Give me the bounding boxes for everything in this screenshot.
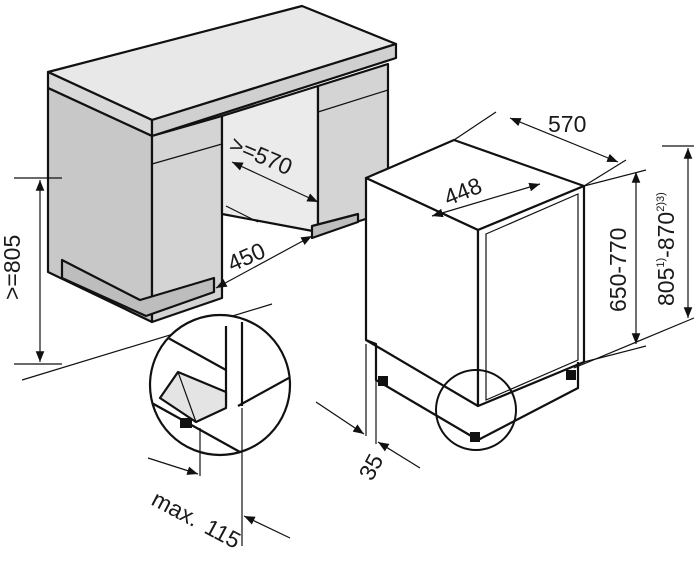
cabinet-right-plinth — [310, 212, 360, 240]
dim-niche-depth — [215, 205, 313, 289]
dim-appliance-width — [431, 182, 541, 218]
dim-max-setback — [147, 408, 291, 546]
cabinet-left-door — [150, 114, 224, 324]
label-max-setback: max.115 — [148, 485, 245, 553]
dim-foot-setback — [315, 344, 421, 469]
cabinet-plinth-left — [60, 258, 216, 318]
dim-niche-width — [231, 161, 319, 203]
label-total-height-min: 805 — [653, 268, 679, 306]
label-max-value: 115 — [200, 514, 245, 554]
dishwasher-foot — [566, 370, 576, 380]
label-total-height: 8051)-8702)3) — [653, 192, 679, 306]
dishwasher-foot — [378, 376, 388, 386]
label-appliance-depth: 570 — [548, 111, 586, 137]
detail-circle-small — [435, 369, 517, 451]
label-niche-depth: 450 — [223, 237, 269, 276]
label-total-height-max: -870 — [653, 212, 679, 258]
dim-total-height — [573, 145, 695, 369]
label-total-height-min-note: 1) — [655, 258, 667, 268]
label-total-height-max-note: 2)3) — [655, 192, 667, 212]
dishwasher-foot — [470, 432, 480, 442]
cabinet-worktop-side — [150, 42, 398, 138]
dishwasher-door-panel — [485, 193, 579, 401]
label-max-prefix: max. — [148, 485, 204, 531]
kitchen-cabinet — [46, 4, 398, 324]
label-cabinet-height: >=805 — [0, 235, 25, 300]
label-appliance-height: 650-770 — [605, 228, 631, 312]
detail-magnified — [148, 313, 292, 457]
dim-appliance-depth — [453, 111, 627, 187]
label-foot-setback: 35 — [353, 450, 388, 485]
